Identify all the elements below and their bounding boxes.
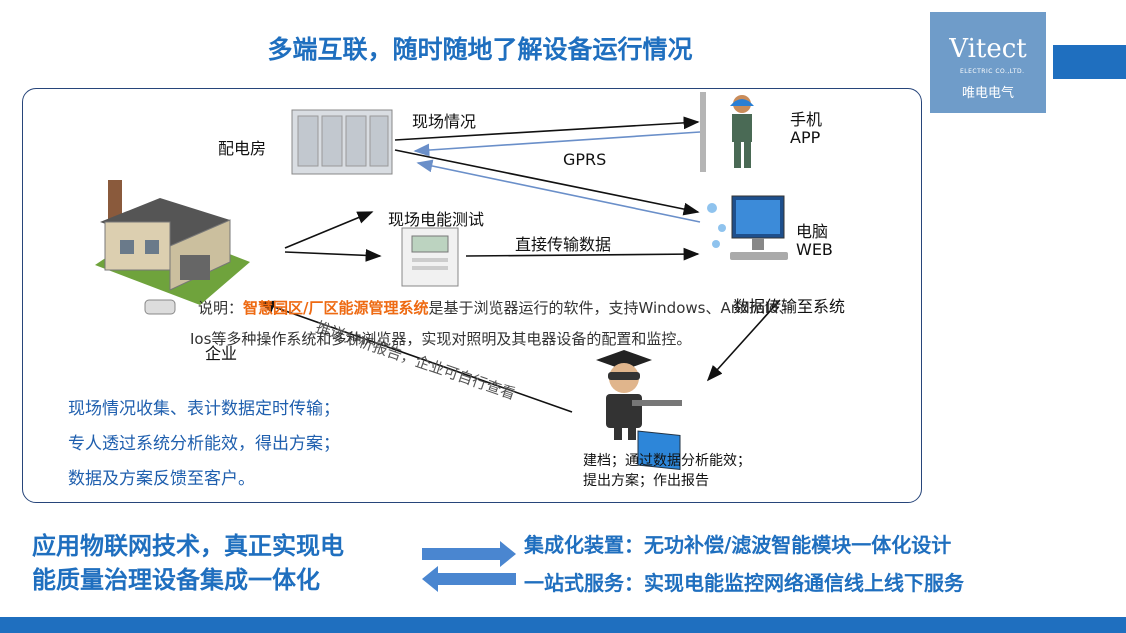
step-item-2: 专人透过系统分析能效，得出方案；	[68, 434, 340, 454]
site-status-label: 现场情况	[412, 112, 477, 131]
technician-image	[700, 92, 754, 172]
enterprise-building-image	[95, 180, 250, 315]
direct-transfer-label: 直接传输数据	[515, 235, 612, 254]
header-accent-bar	[1053, 45, 1126, 79]
energy-test-label: 现场电能测试	[388, 210, 485, 229]
step-item-3: 数据及方案反馈至客户。	[68, 469, 255, 489]
bottom-right-line2: 一站式服务：实现电能监控网络通信线上线下服务	[524, 571, 964, 595]
system-description-line2: Ios等多种操作系统和多种浏览器，实现对照明及其电器设备的配置和监控。	[190, 330, 692, 348]
computer-web-label: WEB	[796, 240, 833, 259]
enterprise-label: 企业	[205, 344, 238, 363]
footer-bar	[0, 617, 1126, 633]
substation-label: 配电房	[218, 139, 267, 158]
page-title: 多端互联，随时随地了解设备运行情况	[267, 35, 693, 64]
logo-subtitle: ELECTRIC CO.,LTD.	[960, 68, 1025, 75]
bottom-left-line1: 应用物联网技术，真正实现电	[32, 532, 344, 560]
logo-chinese-name: 唯电电气	[961, 86, 1014, 101]
phone-label: 手机	[790, 110, 823, 129]
analyst-image	[596, 350, 682, 471]
switchgear-image	[291, 109, 393, 175]
computer-image	[707, 195, 788, 260]
system-desc-text1: 是基于浏览器运行的软件，支持Windows、Android、	[428, 299, 794, 317]
system-desc-prefix: 说明：	[198, 299, 244, 317]
system-name: 智慧园区/厂区能源管理系统	[243, 299, 429, 317]
step-item-1: 现场情况收集、表计数据定时传输；	[68, 399, 340, 419]
company-logo: Vitect ELECTRIC CO.,LTD. 唯电电气	[930, 12, 1046, 113]
system-description-line1: 说明：智慧园区/厂区能源管理系统是基于浏览器运行的软件，支持Windows、An…	[198, 297, 793, 318]
archive-line2: 提出方案；作出报告	[583, 473, 709, 489]
power-meter-image	[401, 227, 459, 287]
logo-brand: Vitect	[949, 34, 1027, 64]
computer-label: 电脑	[796, 222, 829, 241]
gprs-label: GPRS	[563, 150, 607, 169]
bottom-left-line2: 能质量治理设备集成一体化	[32, 566, 320, 594]
archive-line1: 建档；通过数据分析能效；	[583, 453, 751, 469]
diagram-panel	[22, 88, 922, 503]
phone-app-label: APP	[790, 128, 821, 147]
data-to-system-label: 数据传输至系统	[733, 297, 846, 316]
bottom-right-line1: 集成化装置：无功补偿/滤波智能模块一体化设计	[524, 533, 952, 557]
